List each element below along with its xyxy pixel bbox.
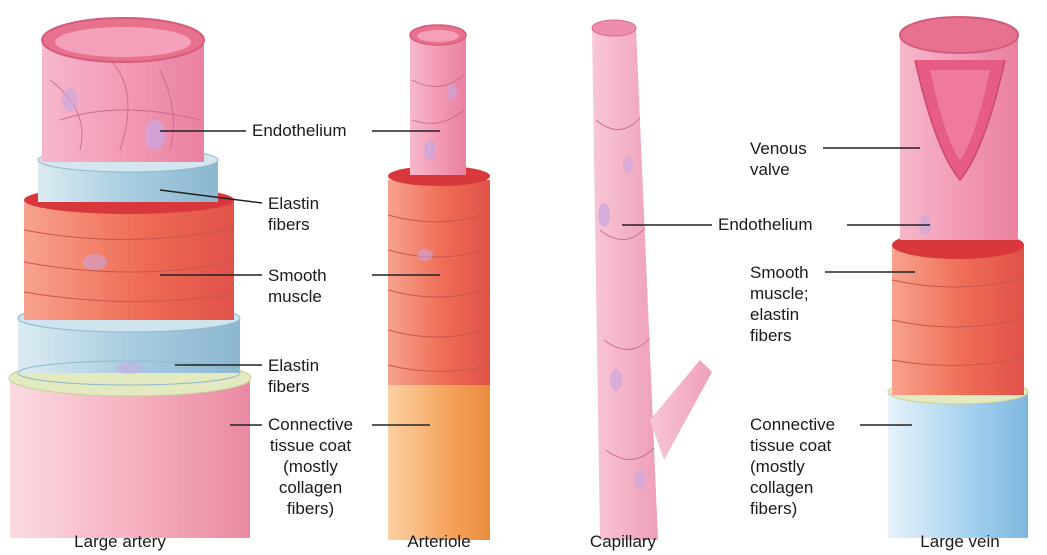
label-endothelium-capillary: Endothelium [718,214,813,235]
label-connective-artery: Connective tissue coat (mostly collagen … [268,414,353,519]
caption-capillary: Capillary [568,532,678,552]
arteriole-illustration [388,25,490,540]
label-elastin-lower: Elastin fibers [268,355,319,397]
label-elastin-upper: Elastin fibers [268,193,319,235]
label-connective-vein: Connective tissue coat (mostly collagen … [750,414,835,519]
label-venous-valve: Venous valve [750,138,807,180]
label-smooth-muscle-elastin-vein: Smooth muscle; elastin fibers [750,262,809,346]
capillary-illustration [592,20,712,540]
caption-large-artery: Large artery [40,532,200,552]
label-smooth-muscle-artery: Smooth muscle [268,265,327,307]
large-vein-illustration [888,17,1028,538]
large-artery-illustration [9,18,251,538]
label-endothelium-artery: Endothelium [252,120,347,141]
caption-arteriole: Arteriole [384,532,494,552]
caption-large-vein: Large vein [900,532,1020,552]
